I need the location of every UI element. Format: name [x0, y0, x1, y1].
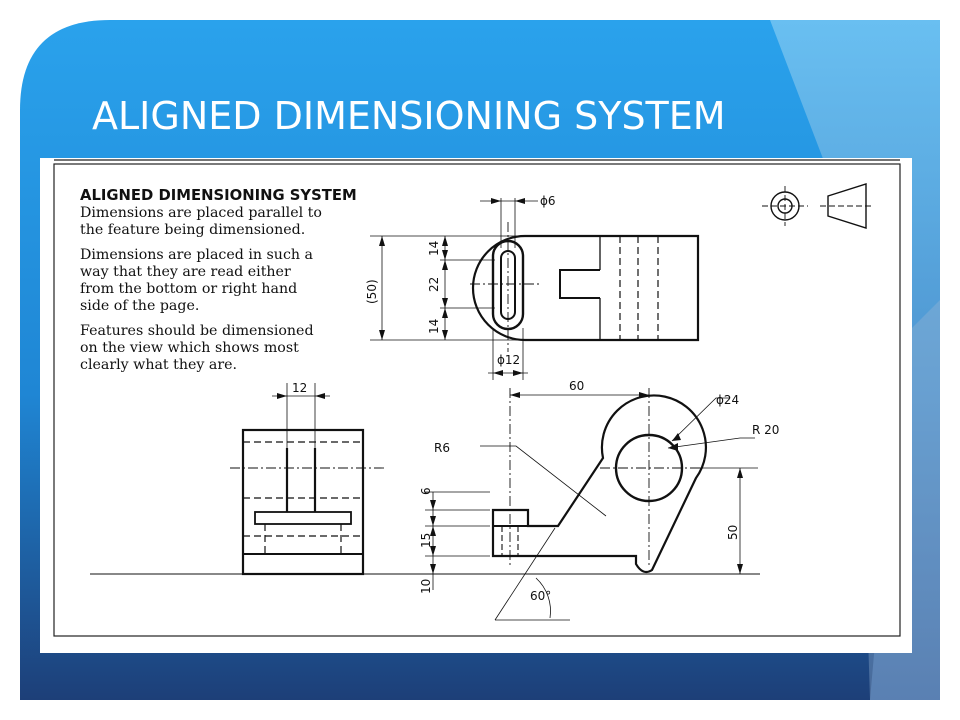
dim-phi12: ϕ12	[497, 353, 520, 367]
note-line: from the bottom or right hand	[80, 281, 297, 297]
dim-12: 12	[292, 381, 307, 395]
figure-heading: ALIGNED DIMENSIONING SYSTEM	[80, 187, 357, 204]
dim-22: 22	[427, 277, 441, 292]
dim-r6: R6	[434, 441, 450, 455]
dim-60: 60	[569, 379, 584, 393]
first-angle-projection-icon	[762, 183, 874, 229]
dim-10: 10	[419, 579, 433, 594]
note-line: clearly what they are.	[80, 357, 237, 373]
drawing-frame	[53, 163, 901, 637]
note-line: Dimensions are placed in such a	[80, 247, 314, 263]
dim-50: 50	[726, 525, 740, 540]
note-line: way that they are read either	[80, 264, 291, 280]
note-line: Dimensions are placed parallel to	[80, 205, 322, 221]
dim-15: 15	[419, 533, 433, 548]
engineering-drawing: ALIGNED DIMENSIONING SYSTEM Dimensions a…	[53, 159, 901, 637]
dim-50-ref: (50)	[365, 279, 379, 304]
note-line: side of the page.	[80, 298, 199, 314]
dim-6: 6	[419, 487, 433, 495]
dim-60-degrees: 60°	[530, 589, 551, 603]
note-line: on the view which shows most	[80, 340, 299, 356]
dim-14-top: 14	[427, 241, 441, 256]
drawing-figure: ALIGNED DIMENSIONING SYSTEM Dimensions a…	[40, 158, 912, 653]
note-line: Features should be dimensioned	[80, 323, 314, 339]
top-view	[370, 198, 700, 380]
dim-phi24: ϕ24	[716, 393, 739, 407]
dimension-arrows-top	[379, 198, 525, 376]
end-view	[90, 383, 385, 576]
dim-phi6: ϕ6	[540, 194, 556, 208]
front-view	[380, 388, 760, 621]
dim-14-bottom: 14	[427, 319, 441, 334]
note-line: the feature being dimensioned.	[80, 222, 305, 238]
dim-r20: R 20	[752, 423, 779, 437]
slide-title: ALIGNED DIMENSIONING SYSTEM	[92, 94, 726, 138]
dimension-arrows-front	[430, 392, 743, 574]
dimension-arrows-end	[277, 393, 325, 399]
